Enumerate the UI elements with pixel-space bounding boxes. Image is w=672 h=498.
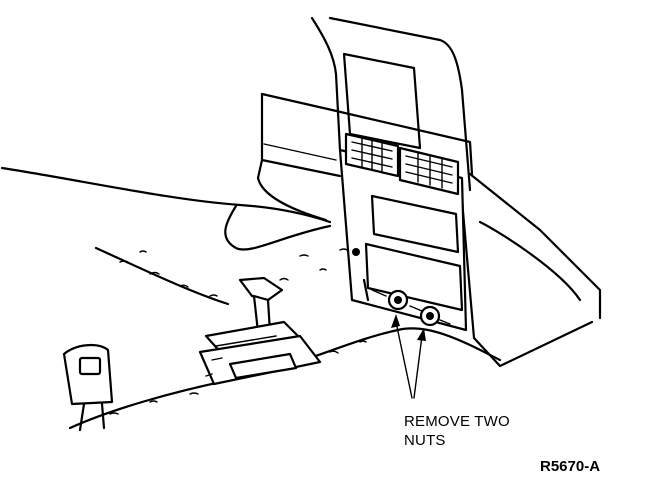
floor-carpet (0, 166, 502, 430)
callout-line-2: NUTS (404, 432, 446, 449)
callout-remove-nuts: REMOVE TWO NUTS (404, 412, 510, 450)
callout-line-1: REMOVE TWO (404, 413, 510, 430)
figure-reference-code: R5670-A (540, 458, 601, 475)
mounting-nuts (371, 289, 451, 327)
gear-shifter (198, 276, 322, 386)
seat-belt-buckle (62, 344, 114, 432)
instrument-panel (256, 16, 602, 368)
callout-leaders (391, 314, 426, 399)
center-stack (338, 132, 468, 332)
